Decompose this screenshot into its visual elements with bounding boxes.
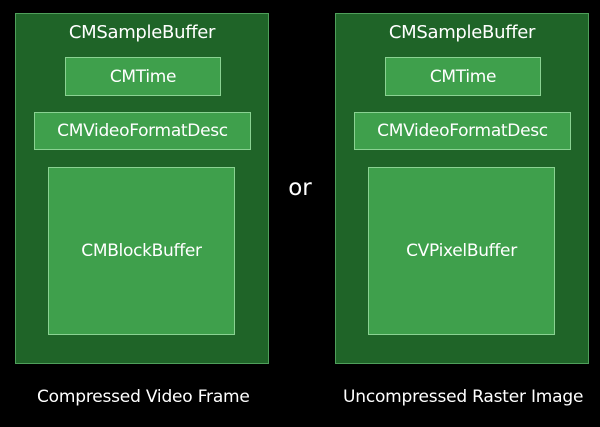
cmsamplebuffer-panel-compressed: CMSampleBuffer CMTime CMVideoFormatDesc … xyxy=(15,13,269,364)
cmsamplebuffer-title: CMSampleBuffer xyxy=(388,22,536,43)
or-separator: or xyxy=(288,175,312,201)
cmsamplebuffer-panel-uncompressed: CMSampleBuffer CMTime CMVideoFormatDesc … xyxy=(335,13,589,364)
cvpixelbuffer-box: CVPixelBuffer xyxy=(368,167,555,335)
cmvideoformatdesc-box: CMVideoFormatDesc xyxy=(354,112,571,150)
cmblockbuffer-box: CMBlockBuffer xyxy=(48,167,235,335)
compressed-video-frame-caption: Compressed Video Frame xyxy=(37,387,250,407)
cmvideoformatdesc-box: CMVideoFormatDesc xyxy=(34,112,251,150)
uncompressed-raster-image-caption: Uncompressed Raster Image xyxy=(343,387,584,407)
cmtime-box: CMTime xyxy=(385,57,541,96)
cmtime-box: CMTime xyxy=(65,57,221,96)
cmsamplebuffer-title: CMSampleBuffer xyxy=(68,22,216,43)
